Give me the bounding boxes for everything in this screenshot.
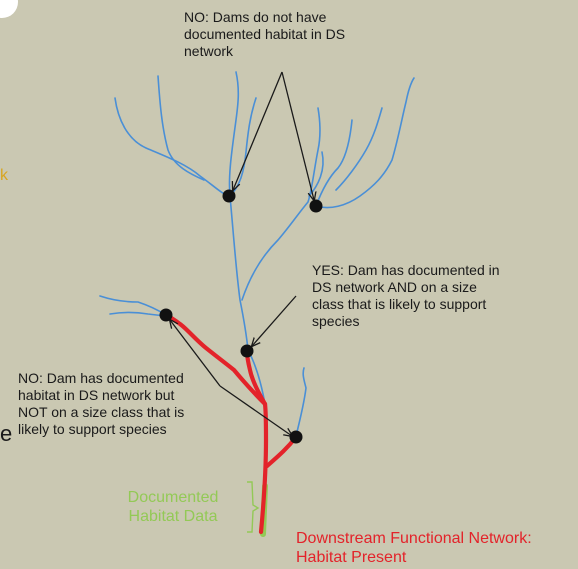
label-documented-habitat: Documented Habitat Data: [127, 489, 219, 525]
label-yes-dam-documented: YES: Dam has documented in DS network AN…: [312, 262, 500, 329]
label-no-dams-undocumented: NO: Dams do not have documented habitat …: [184, 9, 346, 59]
arrow-to-dam-upper-left: [233, 71, 283, 190]
arrow-to-dam-left: [170, 320, 221, 387]
annotation-arrows: [170, 71, 314, 436]
stream-middle-upper: [229, 97, 257, 197]
documented-habitat-bracket: [247, 481, 260, 533]
stream-left-lower-b: [99, 295, 167, 316]
stream-left-lower-c: [109, 311, 167, 317]
dam-upper-right: [309, 199, 323, 213]
stream-right-upper-b: [335, 107, 383, 191]
dam-lower-right: [289, 430, 303, 444]
stream-right-upper: [315, 119, 353, 207]
stream-lower-right: [295, 367, 307, 437]
edge-text-fragment-e: e: [0, 421, 13, 446]
dams: [159, 189, 323, 444]
stream-left-upper-b: [157, 75, 205, 181]
stream-far-left-upper: [114, 97, 230, 197]
label-downstream-functional-network: Downstream Functional Network: Habitat P…: [296, 530, 532, 566]
edge-text-fragment-k: k: [0, 167, 8, 184]
dam-left: [159, 308, 173, 322]
arrow-to-dam-lower-right: [219, 385, 292, 436]
dam-upper-left: [222, 189, 236, 203]
arrow-to-dam-middle: [252, 295, 297, 346]
stream-far-right: [315, 77, 415, 209]
habitat-main-stem: [258, 401, 269, 535]
stream-right-branch: [241, 107, 321, 301]
label-no-dam-size-class: NO: Dam has documented habitat in DS net…: [18, 370, 185, 437]
arrow-to-dam-upper-right: [281, 71, 314, 200]
dam-middle: [240, 344, 254, 358]
